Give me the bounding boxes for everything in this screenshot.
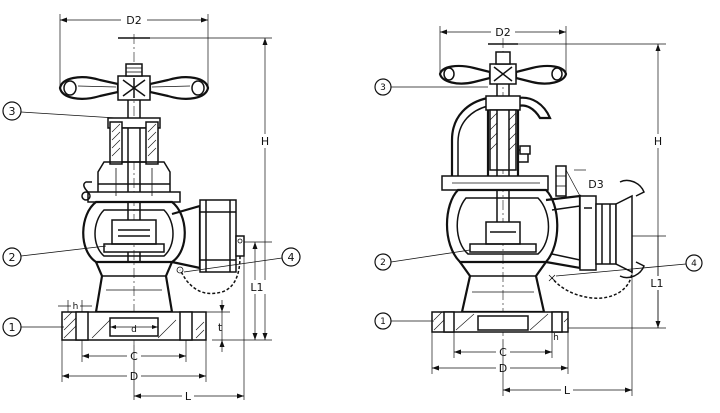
right-valve-view: D2: [374, 25, 703, 397]
svg-text:3: 3: [380, 83, 386, 93]
right-l-label: L: [564, 384, 571, 397]
right-chain: [548, 269, 633, 299]
left-outlet-branch: [171, 199, 245, 273]
right-l1-dimension: L1: [568, 235, 666, 329]
left-h-small-dimension: h: [58, 299, 92, 312]
right-d3-dimension: D3: [565, 169, 604, 197]
left-base-flange: [61, 311, 207, 341]
left-bonnet: [81, 117, 181, 203]
left-l1-label: L1: [250, 281, 263, 294]
left-handwheel: [58, 63, 210, 101]
right-callout-4: 4: [555, 254, 703, 277]
left-l1-dimension: L1: [212, 241, 272, 341]
right-callout-3: 3: [374, 78, 488, 96]
right-l-dimension: L: [502, 272, 633, 397]
svg-text:2: 2: [380, 258, 386, 268]
right-h-small-label: h: [553, 333, 559, 343]
left-h-small-label: h: [73, 302, 79, 312]
left-l-dimension: L: [133, 256, 245, 403]
left-chain: [176, 255, 241, 295]
left-callout-1: 1: [2, 317, 64, 337]
svg-text:4: 4: [288, 251, 295, 264]
right-h-label: H: [654, 135, 662, 148]
left-l-label: L: [185, 390, 192, 403]
left-d2-label: D2: [126, 14, 141, 27]
left-t-label: t: [218, 321, 223, 334]
right-bonnet: [441, 95, 552, 191]
right-callout-2: 2: [374, 249, 471, 271]
left-d-small-label: d: [131, 325, 137, 335]
svg-text:1: 1: [9, 321, 16, 334]
left-h-label: H: [261, 135, 269, 148]
left-d-small-dimension: d: [110, 325, 158, 335]
right-outlet-branch: [545, 165, 645, 279]
left-d2-dimension: D2: [59, 13, 209, 88]
svg-text:4: 4: [691, 259, 697, 269]
right-l1-label: L1: [650, 277, 663, 290]
right-handwheel: [438, 51, 568, 85]
right-base-flange: [431, 311, 569, 333]
svg-text:3: 3: [9, 105, 16, 118]
left-callout-4: 4: [183, 247, 301, 273]
left-valve-view: D2: [2, 13, 301, 403]
right-d3-label: D3: [588, 178, 603, 191]
svg-text:1: 1: [380, 317, 386, 327]
left-t-dimension: t: [206, 300, 230, 352]
right-callout-1: 1: [374, 312, 434, 330]
right-d2-label: D2: [495, 26, 510, 39]
svg-text:2: 2: [9, 251, 16, 264]
left-callout-2: 2: [2, 245, 107, 267]
right-d2-dimension: D2: [439, 25, 567, 74]
left-callout-3: 3: [2, 101, 117, 121]
